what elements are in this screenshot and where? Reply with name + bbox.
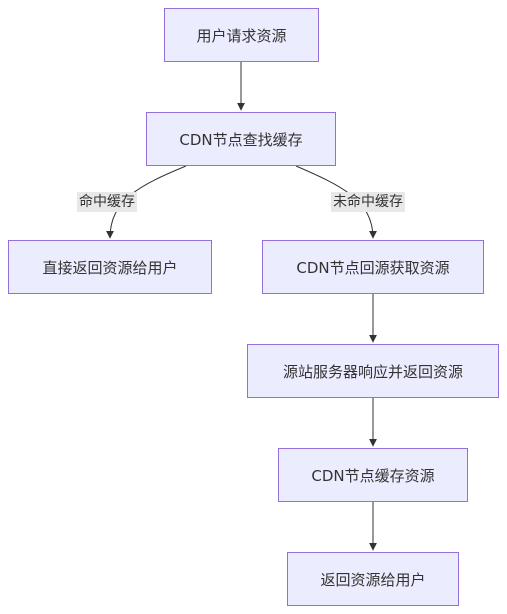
node-user-request: 用户请求资源: [164, 8, 319, 62]
node-cdn-cache: CDN节点缓存资源: [278, 448, 468, 502]
node-direct-return: 直接返回资源给用户: [8, 240, 212, 294]
node-cdn-lookup: CDN节点查找缓存: [146, 112, 336, 166]
node-return-user: 返回资源给用户: [287, 552, 459, 606]
edge-label-miss: 未命中缓存: [331, 192, 405, 212]
node-origin-respond: 源站服务器响应并返回资源: [247, 344, 499, 398]
node-fetch-origin: CDN节点回源获取资源: [262, 240, 484, 294]
edge-label-hit: 命中缓存: [77, 192, 137, 212]
